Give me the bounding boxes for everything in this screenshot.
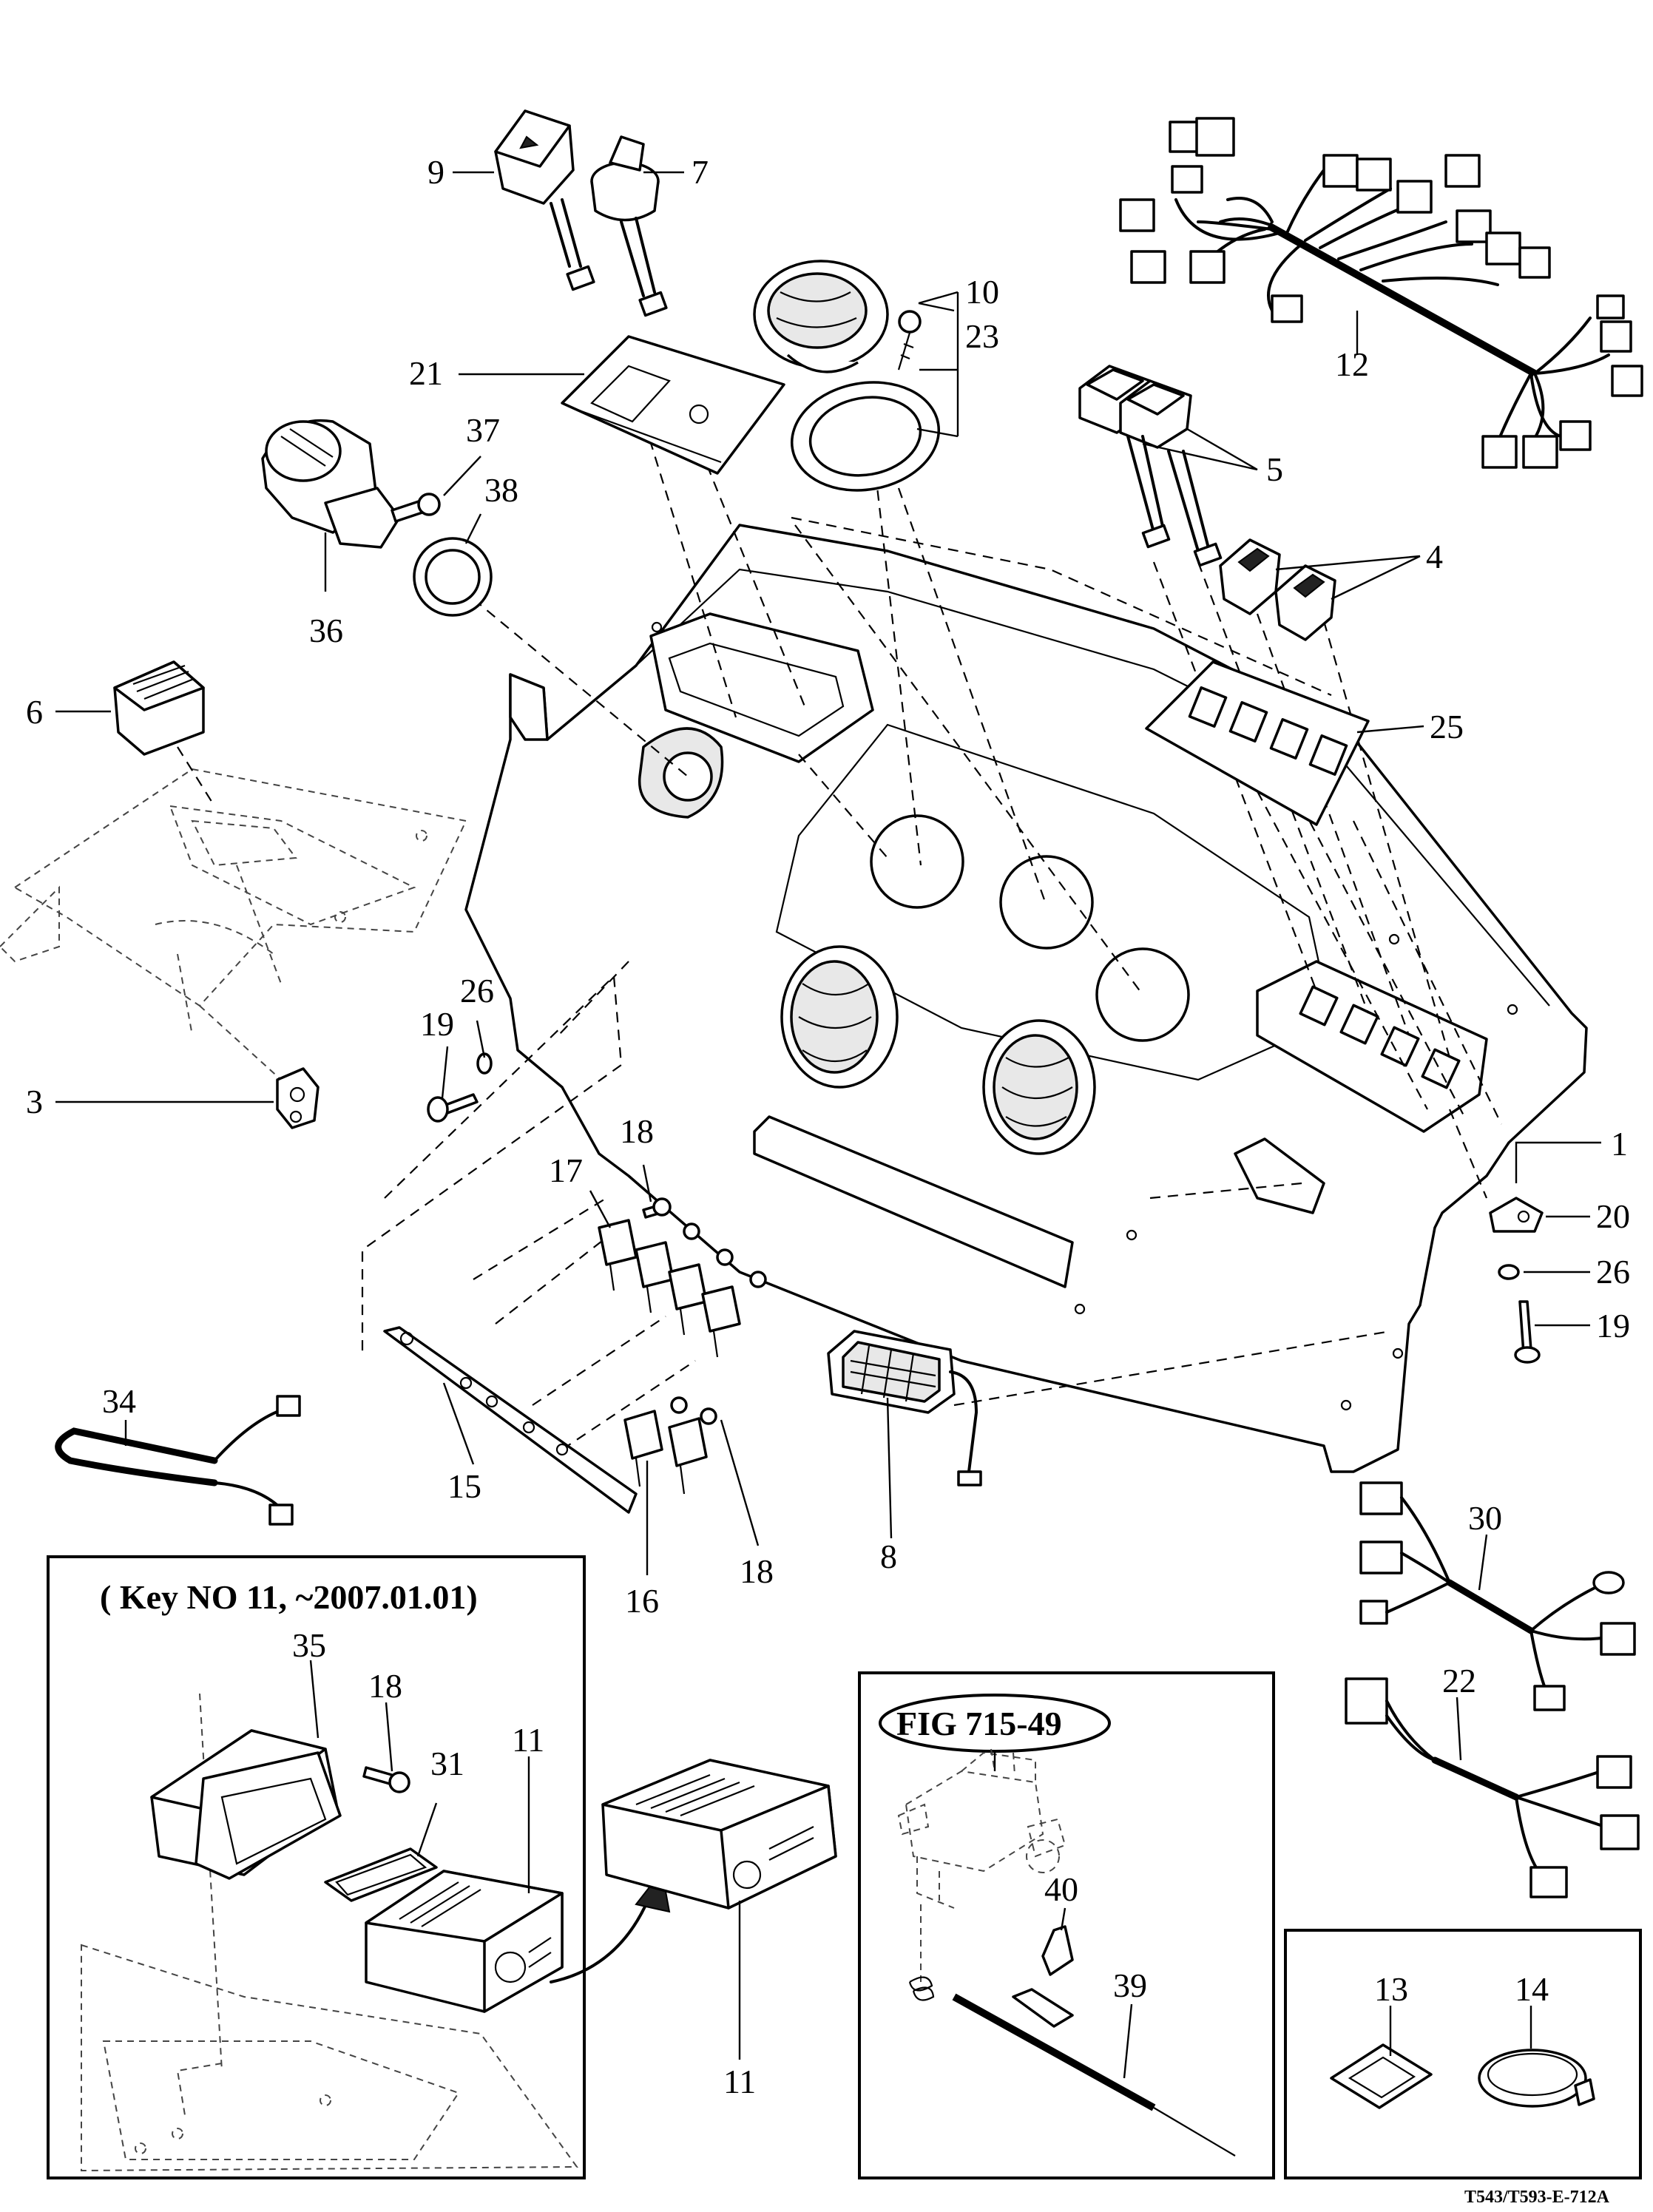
callout-30: 30: [1468, 1499, 1502, 1537]
part-6-connector: [113, 660, 215, 807]
callout-20: 20: [1596, 1197, 1630, 1235]
part-19-bolt-right: [1514, 1300, 1541, 1364]
callout-1: 1: [1611, 1125, 1628, 1163]
callout-31: 31: [430, 1745, 464, 1782]
part-15-bar: [383, 1326, 638, 1514]
part-20-bracket: [1489, 1197, 1544, 1233]
part-23-ring: [790, 381, 941, 492]
part-12-harness: [1119, 117, 1643, 469]
part-4-rockers: [1219, 538, 1336, 641]
callout-40: 40: [1044, 1870, 1078, 1908]
callout-17: 17: [549, 1151, 583, 1189]
part-18-bolts-upper: [642, 1197, 767, 1288]
callout-10: 10: [965, 273, 999, 311]
callout-7: 7: [692, 153, 709, 191]
part-25-plate: [1145, 660, 1370, 826]
callout-26-left: 26: [460, 972, 494, 1009]
inset-key11-contents: [81, 1693, 578, 2172]
part-19-bolt-left: [427, 1093, 479, 1123]
callout-22: 22: [1442, 1662, 1476, 1699]
callout-36: 36: [309, 612, 343, 649]
leader-lines: [55, 171, 1601, 2079]
callout-14: 14: [1515, 1970, 1549, 2008]
part-16-relays: [623, 1410, 708, 1495]
part-37-screw: [391, 493, 441, 523]
callout-5: 5: [1266, 450, 1283, 488]
callout-34: 34: [102, 1382, 136, 1420]
callout-11-external: 11: [723, 2063, 756, 2100]
part-38-ring: [413, 537, 493, 617]
panel-vent-left: [780, 945, 899, 1089]
callout-18-inset: 18: [368, 1667, 402, 1705]
callout-16: 16: [625, 1582, 659, 1620]
part-10-screw: [897, 310, 922, 371]
callout-39: 39: [1113, 1966, 1147, 2004]
arrow-to-radio: [550, 1892, 652, 1983]
callout-15: 15: [447, 1467, 481, 1505]
callout-labels: 9 7 10 23 21 12 37 5 38 4 36 6 25 26 19 …: [26, 153, 1630, 2207]
part-18-bolts-lower: [670, 1396, 717, 1425]
radio-unit-11: [601, 1759, 837, 1910]
inset-key11-title: ( Key NO 11, ~2007.01.01): [100, 1578, 478, 1616]
inset-key11-frame: [47, 1555, 586, 2179]
callout-21: 21: [409, 354, 443, 392]
inset-fig-frame: [858, 1671, 1275, 2179]
part-30-harness: [1359, 1481, 1636, 1711]
part-14-band: [1478, 2049, 1595, 2108]
dash-panel: [464, 524, 1588, 1473]
panel-vent-right: [982, 1019, 1096, 1155]
callout-19-right: 19: [1596, 1307, 1630, 1345]
part-10-vent: [753, 260, 889, 373]
part-26-washer-right: [1498, 1264, 1520, 1280]
callout-25: 25: [1430, 708, 1464, 745]
part-17-relays: [598, 1219, 741, 1358]
callout-12: 12: [1335, 345, 1369, 383]
callout-4: 4: [1426, 538, 1443, 575]
callout-23: 23: [965, 317, 999, 355]
inset-clips-frame: [1284, 1929, 1642, 2179]
alignment-lines: [361, 354, 1502, 1450]
callout-37: 37: [466, 411, 500, 449]
part-8-lamp: [827, 1330, 982, 1486]
callout-13: 13: [1374, 1970, 1408, 2008]
part-36-switch: [261, 419, 401, 549]
drawing-code: T543/T593-E-712A: [1464, 2188, 1610, 2207]
callout-9: 9: [427, 153, 444, 191]
part-34-harness: [55, 1395, 301, 1526]
part-22-harness: [1345, 1677, 1640, 1898]
fig-reference-label: FIG 715-49: [896, 1705, 1062, 1742]
part-21-switch-plate: [561, 335, 785, 475]
callout-8: 8: [880, 1538, 897, 1575]
ghost-console: [0, 768, 467, 1080]
callout-11-inset: 11: [512, 1721, 544, 1759]
part-7-rotary-switch: [590, 135, 668, 317]
callout-18-upper: 18: [620, 1112, 654, 1150]
callout-19-left: 19: [420, 1005, 454, 1043]
part-13-clip: [1330, 2043, 1433, 2109]
callout-38: 38: [484, 471, 518, 509]
callout-3: 3: [26, 1083, 43, 1120]
part-9-switch: [494, 109, 595, 291]
callout-18-lower: 18: [740, 1552, 774, 1590]
part-5-switches: [1078, 365, 1223, 567]
callout-6: 6: [26, 693, 43, 731]
part-3-bracket: [276, 1067, 320, 1129]
callout-35: 35: [292, 1626, 326, 1664]
callout-26-right: 26: [1596, 1253, 1630, 1291]
inset-fig-contents: [897, 1748, 1236, 2157]
